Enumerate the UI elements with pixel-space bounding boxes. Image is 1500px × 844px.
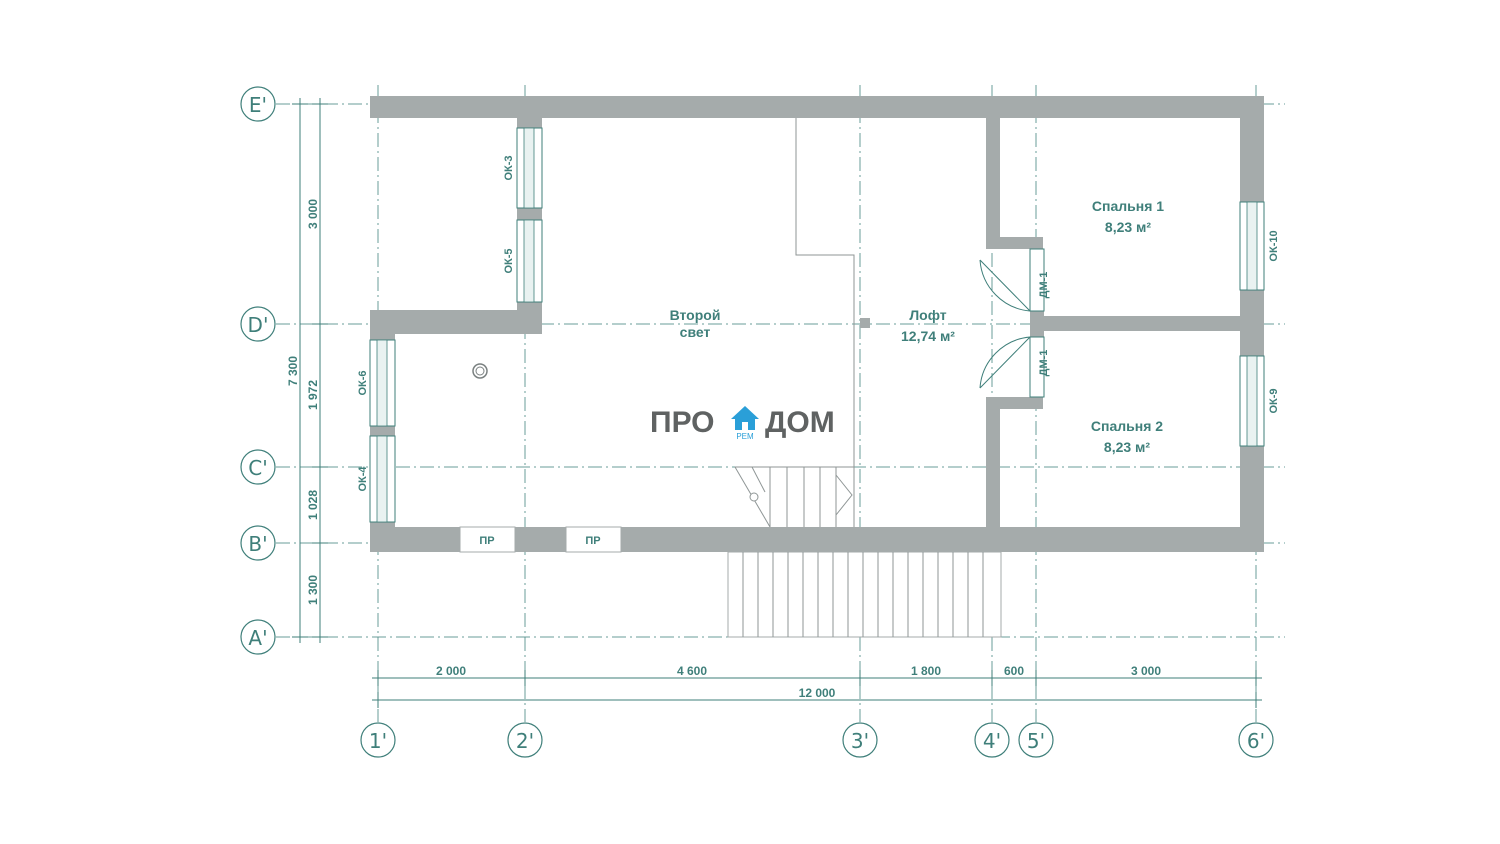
openings: ПР ПР (459, 526, 622, 553)
wall-partition-upper (986, 118, 1000, 248)
label-ok3: ОК-3 (503, 155, 515, 180)
room-second-light-line2: свет (680, 324, 711, 340)
door-dm1-lower (1029, 336, 1045, 398)
row-bubble (240, 619, 276, 655)
row-label: D' (248, 313, 269, 337)
col-bubble (360, 722, 396, 758)
wall-bedrooms-end (1030, 311, 1044, 337)
room-bed1-area: 8,23 м² (1105, 219, 1151, 235)
room-loft-name: Лофт (909, 307, 946, 323)
dim-600: 600 (1004, 664, 1024, 678)
col-bubbles: 1' 2' 3' 4' 5' 6' (360, 722, 1274, 758)
door-swing-lower (979, 336, 1031, 389)
column (860, 318, 870, 328)
col-bubble (507, 722, 543, 758)
wall-ledge (370, 310, 542, 334)
terrace (727, 551, 1002, 638)
dim-2000: 2 000 (436, 664, 466, 678)
dim-1800: 1 800 (911, 664, 941, 678)
staircase (734, 466, 855, 528)
col-label: 6' (1247, 729, 1265, 753)
label-pr-1: ПР (479, 535, 494, 547)
label-ok4: ОК-4 (357, 466, 369, 492)
void-outline (795, 118, 855, 527)
logo: ПРО РЕМ ДОМ (650, 406, 835, 441)
label-dm1-upper: ДМ-1 (1038, 272, 1050, 299)
door-swing-upper (979, 259, 1031, 312)
label-pr-2: ПР (585, 535, 600, 547)
house-icon (731, 406, 759, 430)
dim-4600: 4 600 (677, 664, 707, 678)
walls (370, 96, 1264, 552)
dim-3000: 3 000 (1131, 664, 1161, 678)
logo-right-text: ДОМ (765, 406, 835, 439)
dim-1300-v: 1 300 (306, 575, 320, 605)
opening-pr-1 (459, 526, 516, 553)
logo-left-text: ПРО (650, 406, 715, 439)
door-dm1-upper (1029, 248, 1045, 312)
wall-top (370, 96, 1264, 118)
room-bed2-name: Спальня 2 (1091, 418, 1163, 434)
row-bubbles: E' D' C' B' A' (240, 86, 276, 655)
col-bubble (1238, 722, 1274, 758)
opening-pr-2 (565, 526, 622, 553)
col-label: 4' (983, 729, 1001, 753)
drain-symbol (472, 363, 488, 379)
room-second-light-line1: Второй (670, 307, 721, 323)
col-label: 5' (1027, 729, 1045, 753)
label-ok6: ОК-6 (357, 370, 369, 395)
col-bubble (1018, 722, 1054, 758)
windows (369, 127, 1265, 523)
label-ok5: ОК-5 (503, 248, 515, 273)
wall-stub-lower (986, 397, 1043, 409)
row-bubble (240, 449, 276, 485)
dim-1972-v: 1 972 (306, 380, 320, 410)
col-label: 2' (516, 729, 534, 753)
wall-partition-lower (986, 397, 1000, 529)
dim-total-h: 12 000 (799, 686, 836, 700)
dimension-lines (292, 98, 1262, 708)
row-label: E' (249, 93, 267, 117)
doors: ДМ-1 ДМ-1 (979, 248, 1050, 398)
room-bed2-area: 8,23 м² (1104, 439, 1150, 455)
col-bubble (974, 722, 1010, 758)
dim-total-v: 7 300 (286, 356, 300, 386)
wall-right (1240, 96, 1264, 552)
interior-lines (795, 118, 870, 527)
wall-stub-upper (986, 237, 1043, 249)
label-ok10: ОК-10 (1268, 230, 1280, 261)
row-label: C' (248, 456, 267, 480)
row-label: B' (248, 532, 267, 556)
logo-sub-text: РЕМ (736, 432, 754, 441)
dim-1028-v: 1 028 (306, 490, 320, 520)
row-bubble (240, 86, 276, 122)
col-label: 3' (851, 729, 869, 753)
wall-bottom (370, 527, 1264, 552)
label-ok9: ОК-9 (1268, 388, 1280, 413)
row-label: A' (248, 626, 267, 650)
row-bubble (240, 306, 276, 342)
room-labels: Второй свет Лофт 12,74 м² Спальня 1 8,23… (670, 198, 1165, 455)
dim-3000-v: 3 000 (306, 199, 320, 229)
row-bubble (240, 525, 276, 561)
room-loft-area: 12,74 м² (901, 328, 955, 344)
window-labels: ОК-3 ОК-5 ОК-6 ОК-4 ОК-10 ОК-9 (357, 155, 1280, 491)
wall-bedrooms (1030, 316, 1242, 331)
label-dm1-lower: ДМ-1 (1038, 350, 1050, 377)
col-label: 1' (369, 729, 387, 753)
col-bubble (842, 722, 878, 758)
dimension-texts: 2 000 4 600 1 800 600 3 000 12 000 3 000… (286, 199, 1161, 700)
room-bed1-name: Спальня 1 (1092, 198, 1164, 214)
